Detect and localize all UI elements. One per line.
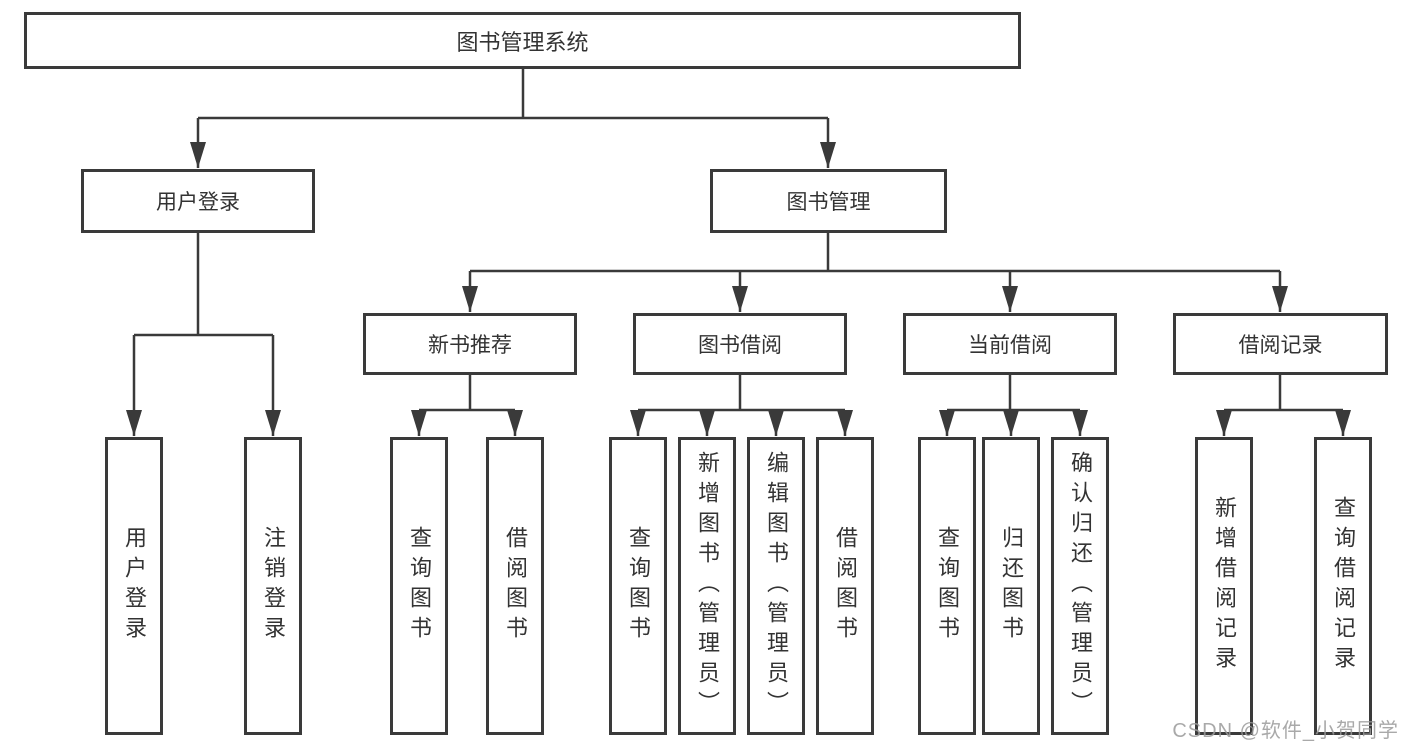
node-book-borrowing: 图书借阅 — [633, 313, 847, 375]
leaf-edit-books-admin: 编辑图书（管理员） — [747, 437, 805, 735]
leaf-logout: 注销登录 — [244, 437, 302, 735]
node-current-borrowing: 当前借阅 — [903, 313, 1117, 375]
connector-current-borrow-children — [939, 375, 1088, 436]
leaf-query-books-1: 查询图书 — [390, 437, 448, 735]
connector-book-mgmt-children — [462, 233, 1288, 312]
leaf-query-borrow-record: 查询借阅记录 — [1314, 437, 1372, 735]
leaf-return-books: 归还图书 — [982, 437, 1040, 735]
connector-root-to-level2 — [190, 69, 836, 168]
connector-book-borrow-children — [630, 375, 853, 436]
leaf-user-login: 用户登录 — [105, 437, 163, 735]
leaf-add-borrow-record: 新增借阅记录 — [1195, 437, 1253, 735]
node-library-system: 图书管理系统 — [24, 12, 1021, 69]
node-new-book-recommend: 新书推荐 — [363, 313, 577, 375]
node-book-management: 图书管理 — [710, 169, 947, 233]
connector-new-book-children — [411, 375, 523, 436]
node-user-login: 用户登录 — [81, 169, 315, 233]
connector-user-login-children — [126, 233, 281, 436]
node-borrowing-records: 借阅记录 — [1173, 313, 1388, 375]
connector-borrow-record-children — [1216, 375, 1351, 436]
leaf-confirm-return-admin: 确认归还（管理员） — [1051, 437, 1109, 735]
leaf-add-books-admin: 新增图书（管理员） — [678, 437, 736, 735]
leaf-borrow-books-2: 借阅图书 — [816, 437, 874, 735]
leaf-query-books-2: 查询图书 — [609, 437, 667, 735]
leaf-borrow-books-1: 借阅图书 — [486, 437, 544, 735]
leaf-query-books-3: 查询图书 — [918, 437, 976, 735]
csdn-watermark: CSDN @软件_小贺同学 — [1172, 720, 1399, 742]
